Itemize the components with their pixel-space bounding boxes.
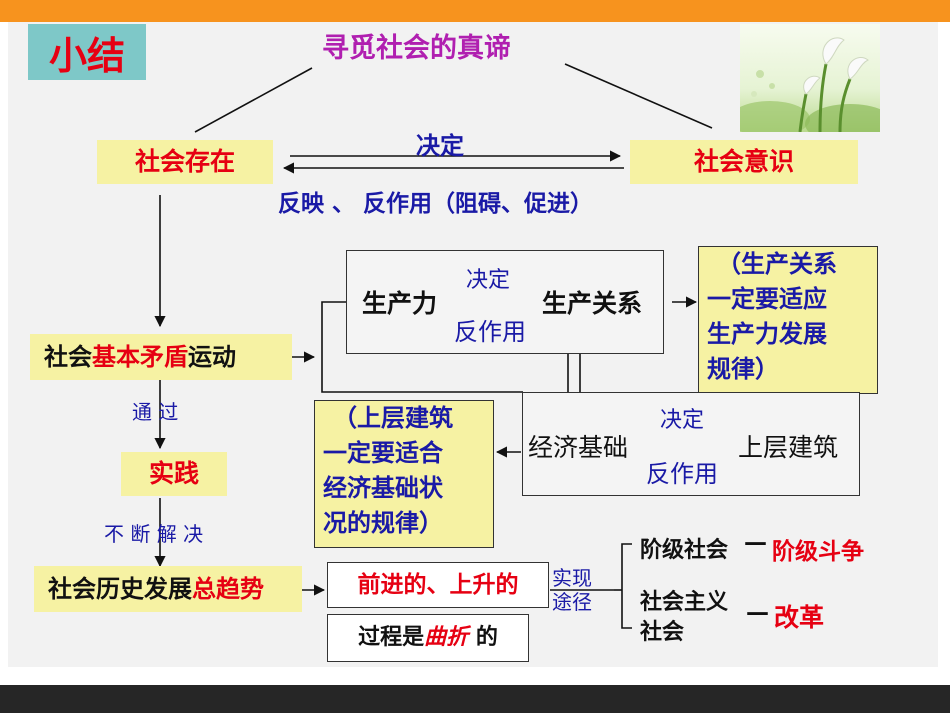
reform-dash: — xyxy=(746,600,769,626)
law1-line-3: 生产力发展 xyxy=(707,320,827,348)
law-superstructure-box: （上层建筑 一定要适合 经济基础状 况的规律） xyxy=(314,400,494,548)
bottom-bar xyxy=(0,685,950,713)
trend-highlight: 总趋势 xyxy=(192,575,264,603)
law2-line-3: 经济基础状 xyxy=(323,474,443,502)
calla-lily-photo xyxy=(740,24,880,132)
process-suffix: 的 xyxy=(468,625,498,650)
law2-line-4: 况的规律） xyxy=(323,509,443,537)
socialist-line-1: 社会主义 xyxy=(640,590,729,615)
superstructure-label: 上层建筑 xyxy=(738,433,839,462)
top-accent-bar xyxy=(0,0,950,22)
economic-base-label: 经济基础 xyxy=(528,433,629,462)
social-existence-box: 社会存在 xyxy=(97,140,273,184)
route-label: 实现 途径 xyxy=(552,566,592,614)
route-line-2: 途径 xyxy=(552,590,592,614)
summary-tag: 小结 xyxy=(28,24,146,80)
reflects-label: 反映 、 反作用（阻碍、促进） xyxy=(278,191,594,217)
constantly-resolve-label: 不 断 解 决 xyxy=(104,522,204,546)
economic-base-box xyxy=(522,392,860,496)
diagram-title: 寻觅社会的真谛 xyxy=(322,33,511,64)
class-struggle-label: 阶级斗争 xyxy=(772,539,864,565)
socialist-society-label: 社会主义 社会 xyxy=(640,588,728,648)
process-prefix: 过程是 xyxy=(358,625,425,650)
social-consciousness-box: 社会意识 xyxy=(630,140,858,184)
class-society-label: 阶级社会 xyxy=(640,538,729,563)
productive-forces-label: 生产力 xyxy=(362,289,438,318)
through-label: 通 过 xyxy=(132,400,179,424)
historical-trend-box: 社会历史发展总趋势 xyxy=(34,566,302,612)
law2-line-2: 一定要适合 xyxy=(323,439,443,467)
reform-label: 改革 xyxy=(774,603,825,632)
decides-label-top: 决定 xyxy=(416,132,464,160)
practice-box: 实践 xyxy=(121,452,227,496)
route-line-1: 实现 xyxy=(552,566,592,590)
productive-forces-box xyxy=(346,250,664,354)
pf-reacts-label: 反作用 xyxy=(454,318,526,346)
tortuous-process-box: 过程是曲折 的 xyxy=(327,614,529,662)
basic-contradiction-box: 社会基本矛盾运动 xyxy=(30,334,292,380)
process-highlight: 曲折 xyxy=(424,625,469,650)
pf-decides-label: 决定 xyxy=(466,268,511,293)
relations-of-production-label: 生产关系 xyxy=(542,289,643,318)
forward-upward-box: 前进的、上升的 xyxy=(327,562,549,608)
trend-prefix: 社会历史发展 xyxy=(48,575,192,603)
law1-line-2: 一定要适应 xyxy=(707,285,827,313)
socialist-line-2: 社会 xyxy=(640,620,685,645)
law1-line-4: 规律） xyxy=(707,355,779,383)
law2-line-1: （上层建筑 xyxy=(333,404,453,432)
contradiction-suffix: 运动 xyxy=(188,343,236,371)
law-production-relations-box: （生产关系 一定要适应 生产力发展 规律） xyxy=(698,246,878,394)
eb-decides-label: 决定 xyxy=(660,408,705,433)
contradiction-highlight: 基本矛盾 xyxy=(92,343,188,371)
contradiction-prefix: 社会 xyxy=(44,343,92,371)
law1-line-1: （生产关系 xyxy=(717,250,837,278)
eb-reacts-label: 反作用 xyxy=(646,460,718,488)
class-dash: — xyxy=(744,530,767,556)
